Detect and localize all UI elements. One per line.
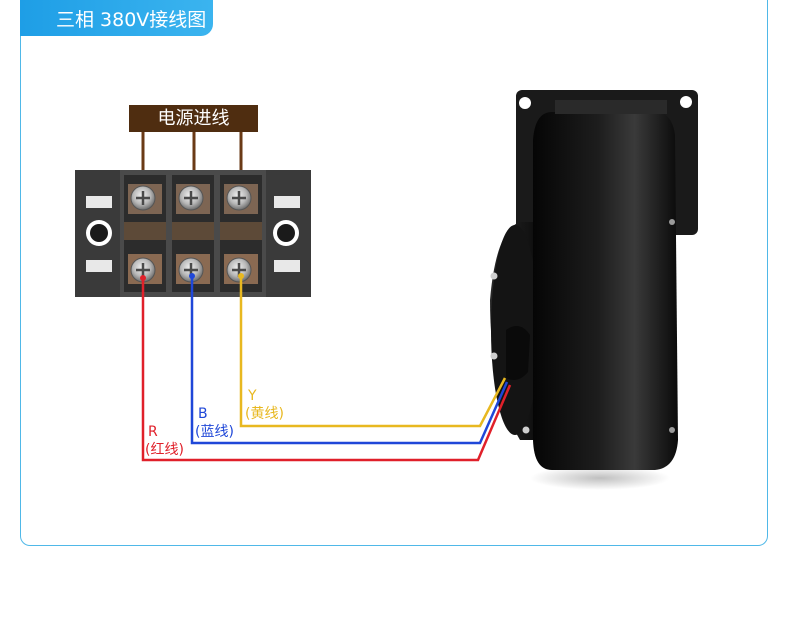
blower-motor-icon [490,90,698,490]
title-tab: 三相 380V接线图 [20,0,213,36]
wire-label-yellow-letter: Y [247,388,257,404]
wire-blue [190,276,509,445]
wire-yellow [239,276,507,428]
wire-red [141,278,512,462]
wire-label-blue-letter: B [198,406,208,422]
wire-label-red-letter: R [148,424,158,440]
wire-tip-blue [189,273,195,279]
screw-icon [130,185,252,283]
wire-label-blue-name: (蓝线) [195,424,234,440]
wire-label-red-name: (红线) [145,442,184,458]
diagram-title: 三相 380V接线图 [56,9,207,31]
wire-tip-yellow [238,273,244,279]
diagram-frame [20,0,768,546]
wire-tip-red [140,275,146,281]
power-supply-label: 电源进线 [129,105,258,132]
wire-label-yellow-name: (黄线) [245,405,284,422]
